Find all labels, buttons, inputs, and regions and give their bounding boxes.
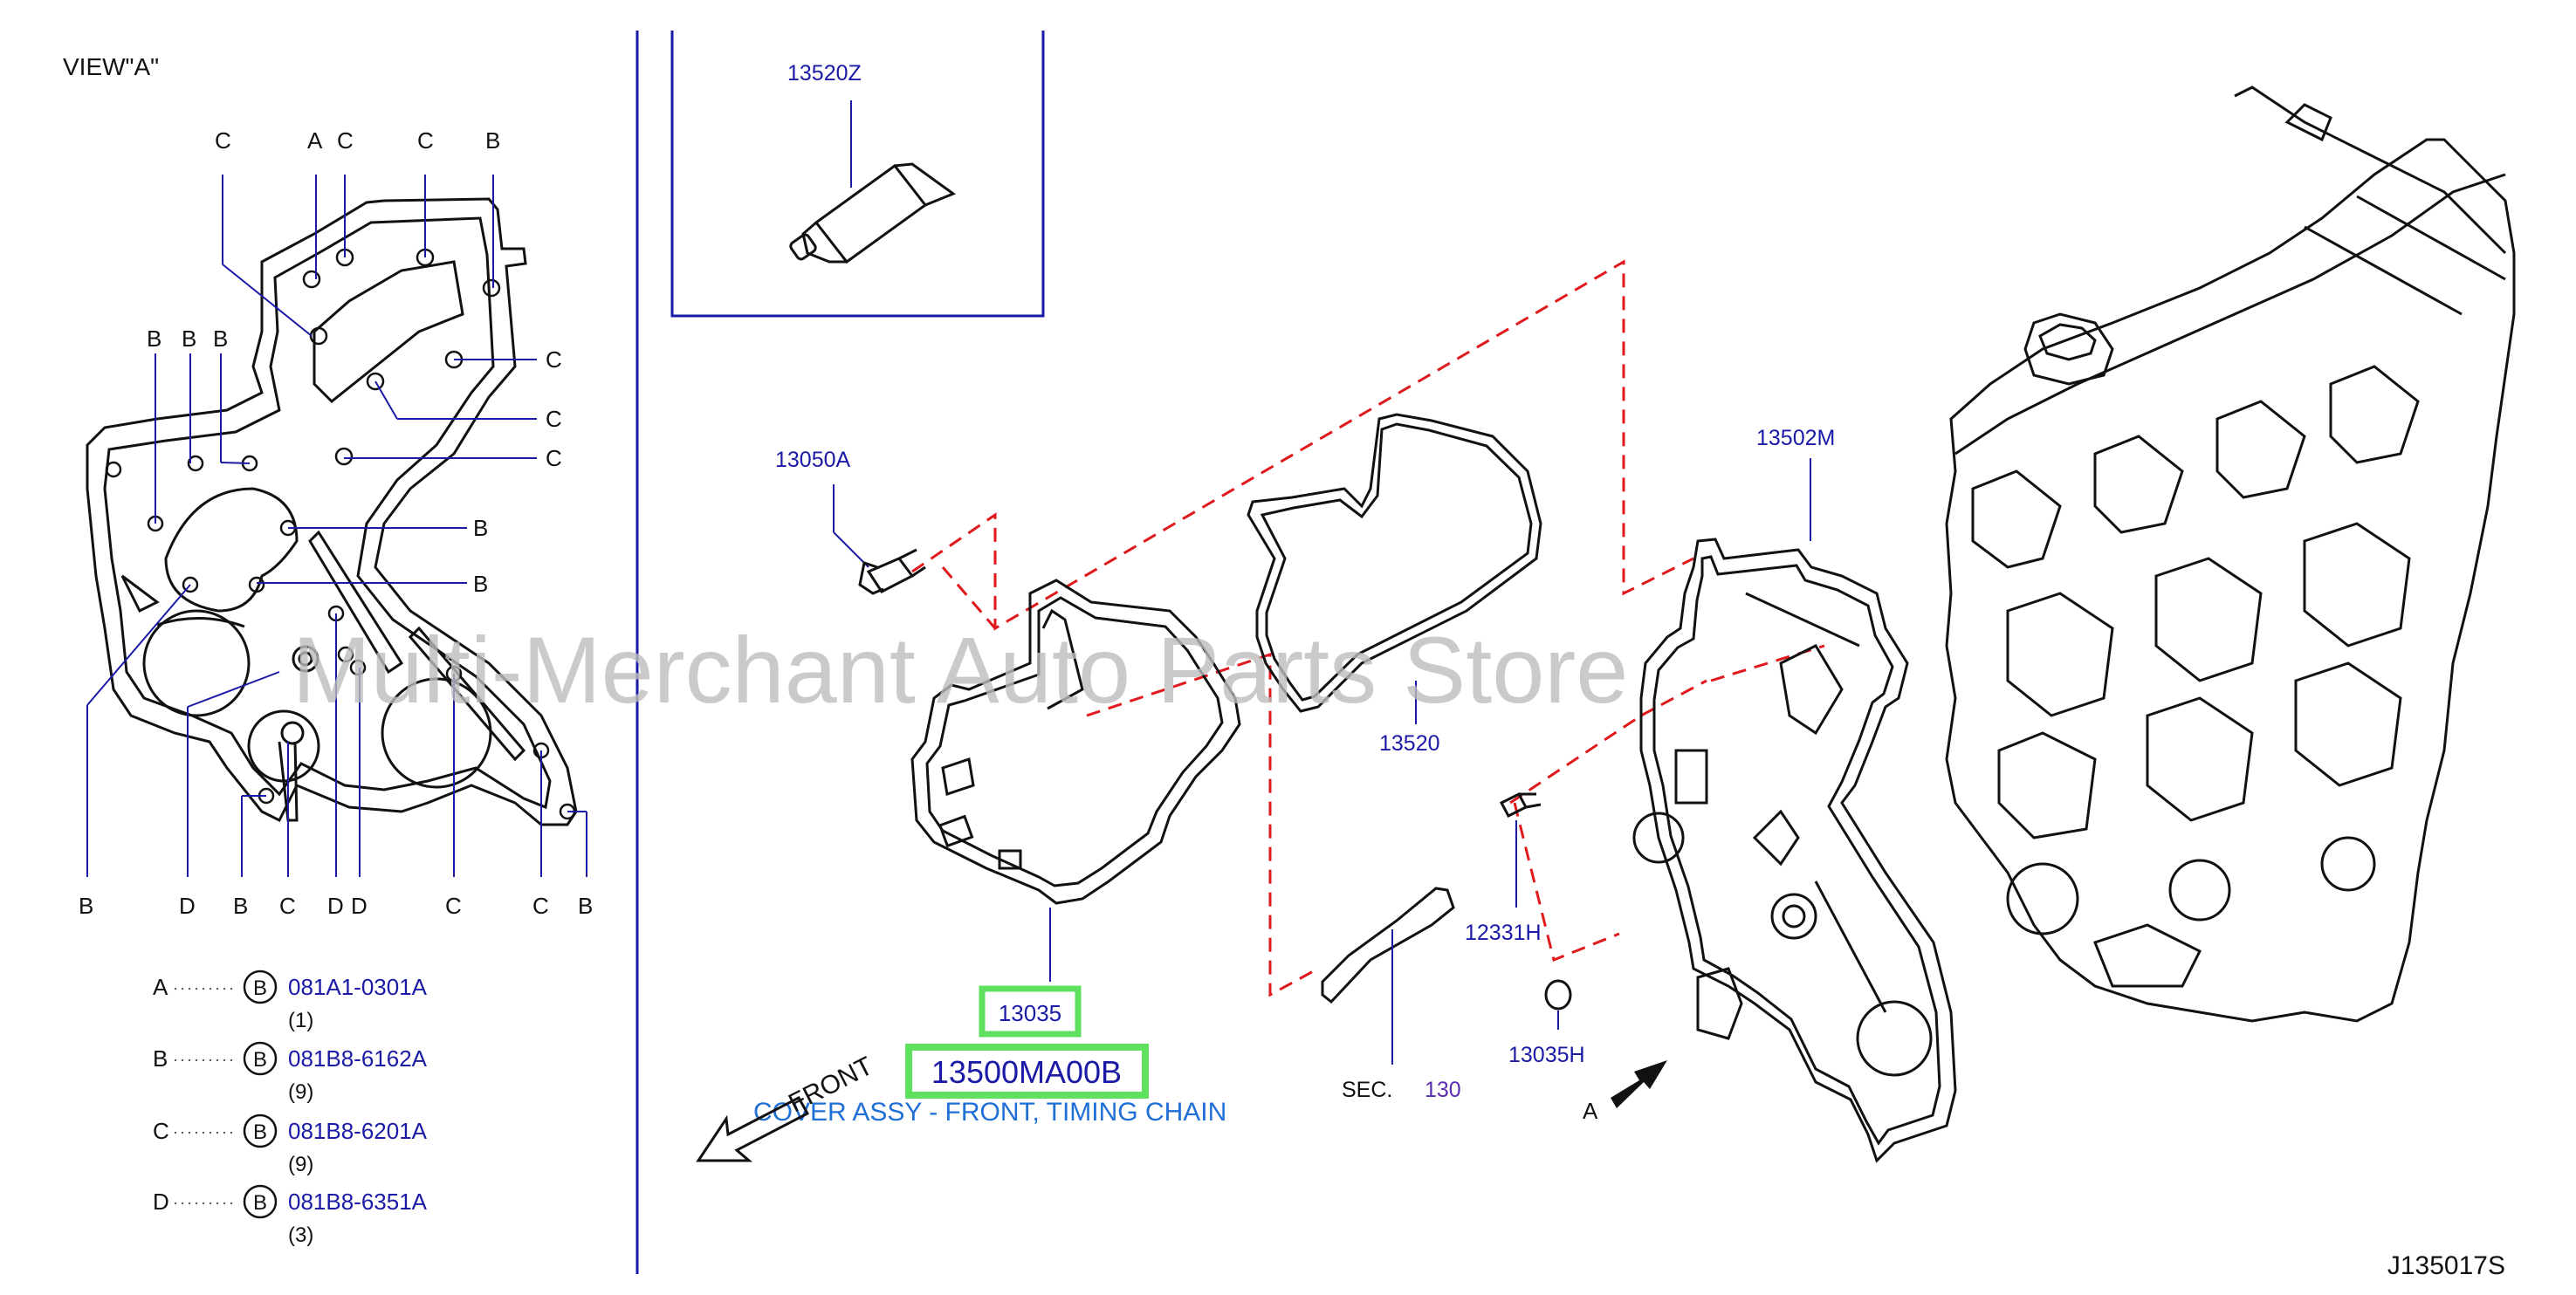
label-right-b2: B xyxy=(473,571,488,597)
rear-cover-icon xyxy=(1632,538,1957,1163)
bolt-icon xyxy=(243,1041,278,1076)
view-a-bolt-holes xyxy=(105,248,576,820)
label-bottom-b2: B xyxy=(233,893,248,919)
label-bottom-c2: C xyxy=(445,893,462,919)
legend-key: D xyxy=(153,1189,169,1215)
sealant-callout-box: 13520Z xyxy=(670,31,1045,318)
rear-cover-part-label[interactable]: 13502M xyxy=(1756,426,1835,450)
view-a-panel: VIEW"A" xyxy=(63,53,593,1247)
sec-label: SEC. xyxy=(1342,1078,1392,1102)
bolt-icon xyxy=(858,548,926,595)
front-cover-part-label[interactable]: 13035 xyxy=(999,1000,1061,1026)
legend-row: D B 081B8-6351A (3) xyxy=(153,1184,428,1247)
legend-part-number[interactable]: 081B8-6162A xyxy=(288,1045,428,1072)
front-cover-callout: 13035 13500MA00B COVER ASSY - FRONT, TIM… xyxy=(753,908,1226,1127)
legend-bolt-letter: B xyxy=(253,1048,267,1072)
diagram-code: J135017S xyxy=(2387,1251,2505,1280)
label-top-b: B xyxy=(485,127,500,154)
front-cover-part-box[interactable] xyxy=(979,985,1082,1038)
legend-part-number[interactable]: 081B8-6201A xyxy=(288,1118,428,1144)
sealant-part-label[interactable]: 13520Z xyxy=(787,61,862,86)
oring-13035h: 13035H xyxy=(1508,979,1585,1067)
front-arrow-icon xyxy=(696,1095,810,1162)
oring-part-label[interactable]: 13035H xyxy=(1508,1043,1585,1067)
label-top-c1: C xyxy=(215,127,231,154)
label-left-b2: B xyxy=(182,325,196,352)
exploded-view-panel: 13520Z 13050A xyxy=(670,31,2516,1163)
label-left-b3: B xyxy=(213,325,228,352)
legend-row: C B 081B8-6201A (9) xyxy=(153,1113,428,1176)
legend-row: B B 081B8-6162A (9) xyxy=(153,1041,428,1104)
bolt-part-label[interactable]: 13050A xyxy=(775,448,851,472)
label-bottom-d2: D xyxy=(327,893,344,919)
dowel-12331h: 12331H xyxy=(1465,792,1542,945)
legend-part-number[interactable]: 081A1-0301A xyxy=(288,974,428,1000)
gasket-icon xyxy=(1247,413,1542,713)
bolt-legend: A B 081A1-0301A (1) B B 081B8-6162A (9) … xyxy=(153,970,428,1247)
label-right-c1: C xyxy=(546,346,562,373)
legend-key: C xyxy=(153,1118,169,1144)
legend-qty: (9) xyxy=(288,1080,313,1104)
highlighted-part-number[interactable]: 13500MA00B xyxy=(931,1054,1122,1090)
sealant-tube-icon xyxy=(789,162,957,264)
label-bottom-d1: D xyxy=(179,893,196,919)
gasket-part-label[interactable]: 13520 xyxy=(1379,731,1440,756)
legend-bolt-letter: B xyxy=(253,976,267,1000)
front-cover-drawing xyxy=(910,579,1241,905)
chain-guide-icon xyxy=(1321,887,1455,1004)
legend-key: B xyxy=(153,1045,168,1072)
engine-block-drawing xyxy=(1945,86,2516,1023)
view-a-marker-label: A xyxy=(1583,1098,1598,1124)
bolt-icon xyxy=(243,1113,278,1148)
legend-qty: (3) xyxy=(288,1223,313,1247)
legend-bolt-letter: B xyxy=(253,1120,267,1144)
chain-guide-sec130: SEC. 130 xyxy=(1321,887,1461,1102)
label-right-b1: B xyxy=(473,515,488,541)
oring-icon xyxy=(1544,979,1572,1011)
gasket-13520: 13520 xyxy=(1247,413,1542,756)
view-arrow-icon xyxy=(1611,1060,1667,1108)
sec-number[interactable]: 130 xyxy=(1425,1078,1461,1102)
view-a-marker: A xyxy=(1583,1060,1667,1124)
label-bottom-d3: D xyxy=(351,893,368,919)
label-bottom-b3: B xyxy=(578,893,593,919)
view-a-cover-outline xyxy=(86,197,578,826)
view-a-callout-lines xyxy=(86,175,587,877)
label-bottom-b1: B xyxy=(79,893,93,919)
label-top-a: A xyxy=(307,127,323,154)
rear-cover-13502m: 13502M xyxy=(1632,426,1957,1163)
label-right-c3: C xyxy=(546,445,562,471)
legend-row: A B 081A1-0301A (1) xyxy=(153,970,428,1032)
label-top-c3: C xyxy=(417,127,434,154)
view-a-label: VIEW"A" xyxy=(63,53,159,80)
label-top-c2: C xyxy=(337,127,354,154)
label-left-b1: B xyxy=(147,325,161,352)
label-bottom-c1: C xyxy=(279,893,296,919)
watermark: Multi-Merchant Auto Parts Store xyxy=(292,617,1629,723)
bolt-13050a: 13050A xyxy=(775,448,926,595)
view-a-letter-labels: C A C C B B B B C C C B B B D B C D D C … xyxy=(79,127,593,919)
legend-qty: (9) xyxy=(288,1153,313,1176)
dowel-icon xyxy=(1499,792,1542,818)
bolt-icon xyxy=(243,970,278,1004)
legend-part-number[interactable]: 081B8-6351A xyxy=(288,1189,428,1215)
legend-key: A xyxy=(153,974,168,1000)
highlighted-part-description[interactable]: COVER ASSY - FRONT, TIMING CHAIN xyxy=(753,1098,1226,1127)
label-right-c2: C xyxy=(546,406,562,432)
legend-qty: (1) xyxy=(288,1009,313,1032)
legend-bolt-letter: B xyxy=(253,1191,267,1215)
dowel-part-label[interactable]: 12331H xyxy=(1465,921,1542,945)
highlighted-part-box[interactable] xyxy=(905,1044,1149,1099)
bolt-icon xyxy=(243,1184,278,1219)
label-bottom-c3: C xyxy=(532,893,549,919)
